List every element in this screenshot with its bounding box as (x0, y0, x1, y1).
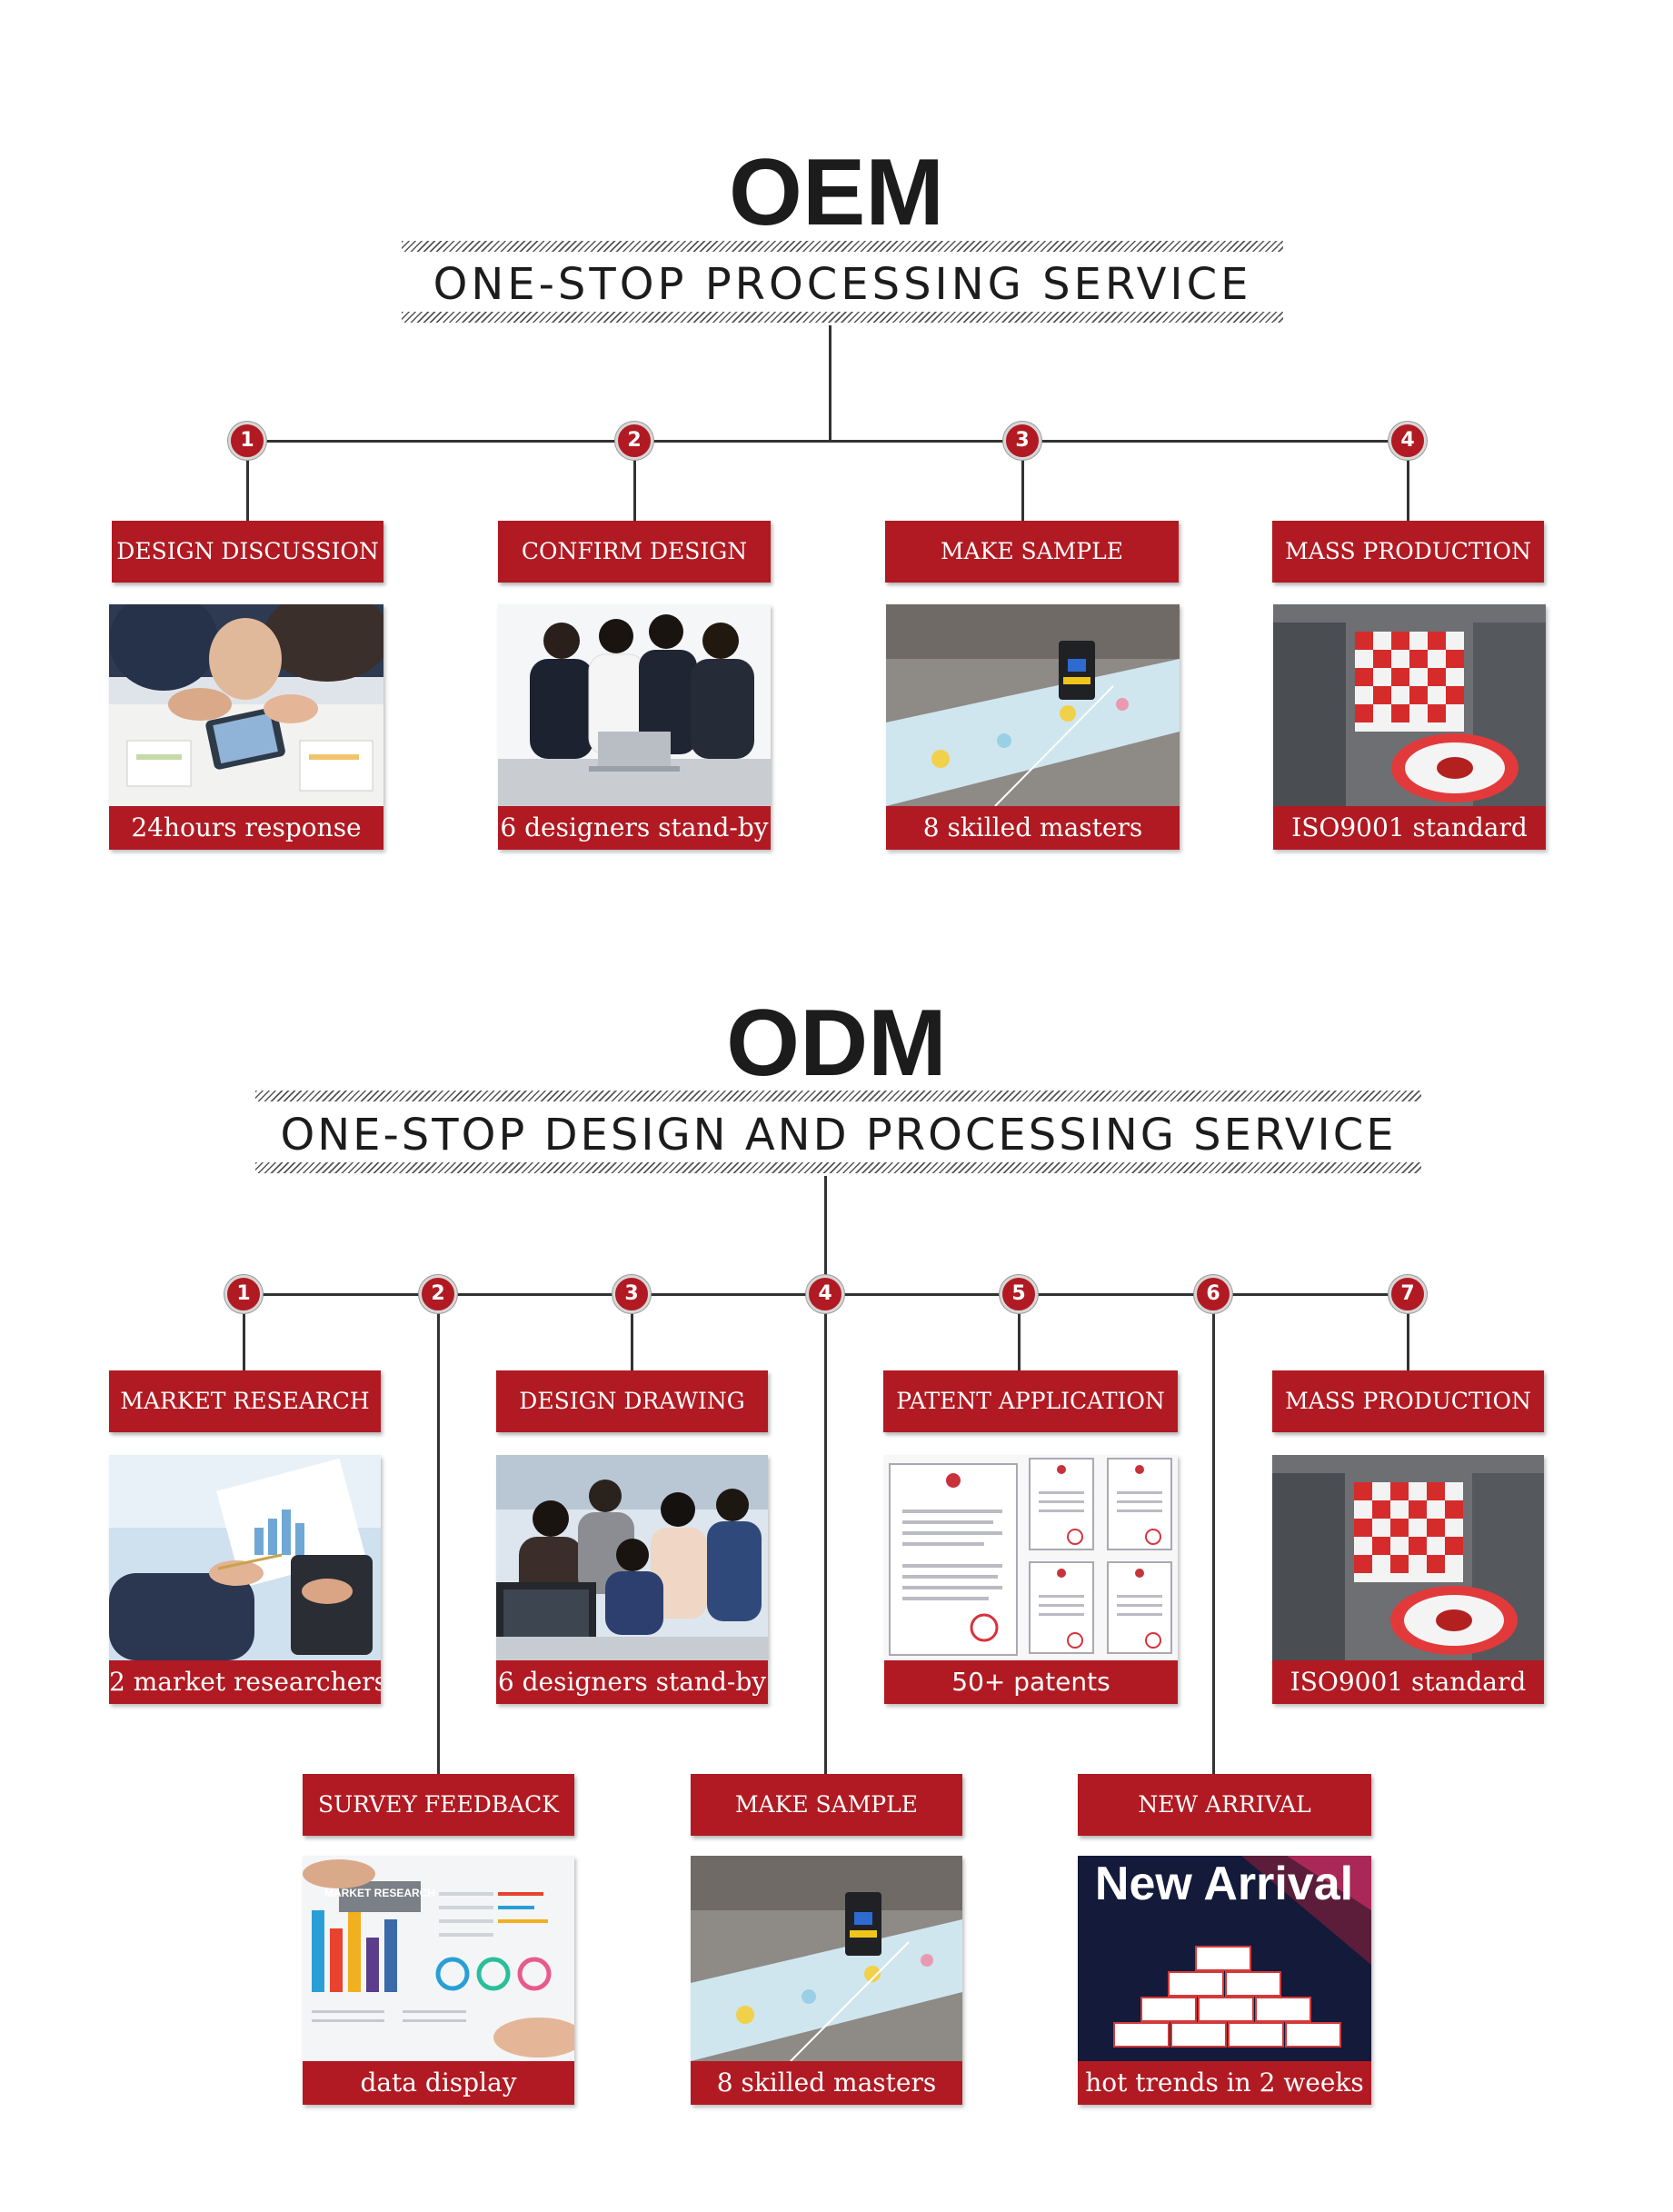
odm-step-5-number: 5 (1000, 1275, 1038, 1313)
odm-step-1-card: 2 market researchers (109, 1455, 381, 1704)
oem-step-3-caption: 8 skilled masters (886, 806, 1180, 850)
new-arrival-image: New Arrival (1078, 1856, 1371, 2061)
printing-press-image (1272, 1455, 1544, 1660)
oem-step-4-caption: ISO9001 standard (1273, 806, 1546, 850)
oem-subtitle: ONE-STOP PROCESSING SERVICE (433, 259, 1252, 310)
odm-step-6-number: 6 (1194, 1275, 1232, 1313)
oem-step-3-label: MAKE SAMPLE (885, 521, 1179, 583)
oem-drop-4 (1407, 440, 1409, 522)
oem-step-4-label: MASS PRODUCTION (1272, 521, 1544, 583)
oem-drop-2 (633, 440, 636, 522)
business-meeting-image (109, 604, 383, 806)
odm-step-3-number: 3 (612, 1275, 651, 1313)
odm-step-4-label: MAKE SAMPLE (691, 1774, 962, 1836)
oem-step-3-number: 3 (1003, 422, 1041, 460)
odm-step-6-caption: hot trends in 2 weeks (1078, 2061, 1371, 2105)
odm-step-3-card: 6 designers stand-by (496, 1455, 768, 1704)
printing-press-image (1273, 604, 1546, 806)
odm-step-2-card: MARKET RESEARCH data display (303, 1856, 574, 2105)
oem-step-2-card: 6 designers stand-by (498, 604, 771, 850)
odm-step-1-caption: 2 market researchers (109, 1660, 381, 1704)
odm-step-5-card: 50+ patents (884, 1455, 1178, 1704)
odm-step-1-label: MARKET RESEARCH (109, 1370, 381, 1432)
oem-step-4-card: ISO9001 standard (1273, 604, 1546, 850)
oem-hatch-top (402, 241, 1283, 252)
odm-subtitle: ONE-STOP DESIGN AND PROCESSING SERVICE (280, 1110, 1397, 1161)
odm-title: ODM (726, 991, 947, 1096)
oem-step-2-number: 2 (615, 422, 653, 460)
odm-step-3-caption: 6 designers stand-by (496, 1660, 768, 1704)
odm-step-6-card: New Arrival hot trends in 2 weeks (1078, 1856, 1371, 2105)
oem-step-1-label: DESIGN DISCUSSION (112, 521, 383, 583)
oem-title: OEM (729, 140, 944, 245)
odm-hatch-bottom (255, 1162, 1421, 1173)
oem-trunk (829, 325, 832, 442)
odm-step-7-label: MASS PRODUCTION (1272, 1370, 1544, 1432)
odm-step-6-label: NEW ARRIVAL (1078, 1774, 1371, 1836)
oem-branch-line (247, 440, 1409, 443)
odm-step-4-card: 8 skilled masters (691, 1856, 962, 2105)
odm-step-2-caption: data display (303, 2061, 574, 2105)
odm-drop-2 (437, 1293, 440, 1775)
oem-drop-1 (246, 440, 249, 522)
oem-drop-3 (1021, 440, 1024, 522)
odm-step-4-number: 4 (806, 1275, 844, 1313)
odm-drop-1 (243, 1293, 245, 1371)
patent-certificates-image (884, 1455, 1178, 1660)
odm-drop-6 (1212, 1293, 1215, 1775)
oem-step-4-number: 4 (1389, 422, 1427, 460)
sample-machine-image (691, 1856, 962, 2061)
market-research-sign: MARKET RESEARCH (324, 1887, 435, 1899)
odm-step-5-caption: 50+ patents (884, 1660, 1178, 1704)
oem-step-1-caption: 24hours response (109, 806, 383, 850)
odm-step-3-label: DESIGN DRAWING (496, 1370, 768, 1432)
market-research-image: MARKET RESEARCH (303, 1856, 574, 2061)
odm-drop-5 (1018, 1293, 1021, 1371)
oem-step-3-card: 8 skilled masters (886, 604, 1180, 850)
odm-step-2-number: 2 (419, 1275, 457, 1313)
odm-drop-4 (824, 1293, 827, 1775)
oem-hatch-bottom (402, 312, 1283, 323)
oem-step-2-caption: 6 designers stand-by (498, 806, 771, 850)
odm-step-7-card: ISO9001 standard (1272, 1455, 1544, 1704)
odm-drop-3 (631, 1293, 633, 1371)
odm-step-7-caption: ISO9001 standard (1272, 1660, 1544, 1704)
designers-computer-image (496, 1455, 768, 1660)
oem-step-1-number: 1 (228, 422, 266, 460)
oem-step-1-card: 24hours response (109, 604, 383, 850)
odm-step-2-label: SURVEY FEEDBACK (303, 1774, 574, 1836)
oem-step-2-label: CONFIRM DESIGN (498, 521, 771, 583)
sample-machine-image (886, 604, 1180, 806)
odm-drop-7 (1407, 1293, 1409, 1371)
odm-step-5-label: PATENT APPLICATION (883, 1370, 1178, 1432)
reports-tablet-image (109, 1455, 381, 1660)
team-at-laptop-image (498, 604, 771, 806)
odm-hatch-top (255, 1091, 1421, 1101)
odm-trunk (824, 1176, 827, 1294)
odm-step-4-caption: 8 skilled masters (691, 2061, 962, 2105)
odm-step-7-number: 7 (1389, 1275, 1427, 1313)
new-arrival-banner-text: New Arrival (1095, 1858, 1353, 1910)
odm-step-1-number: 1 (224, 1275, 263, 1313)
